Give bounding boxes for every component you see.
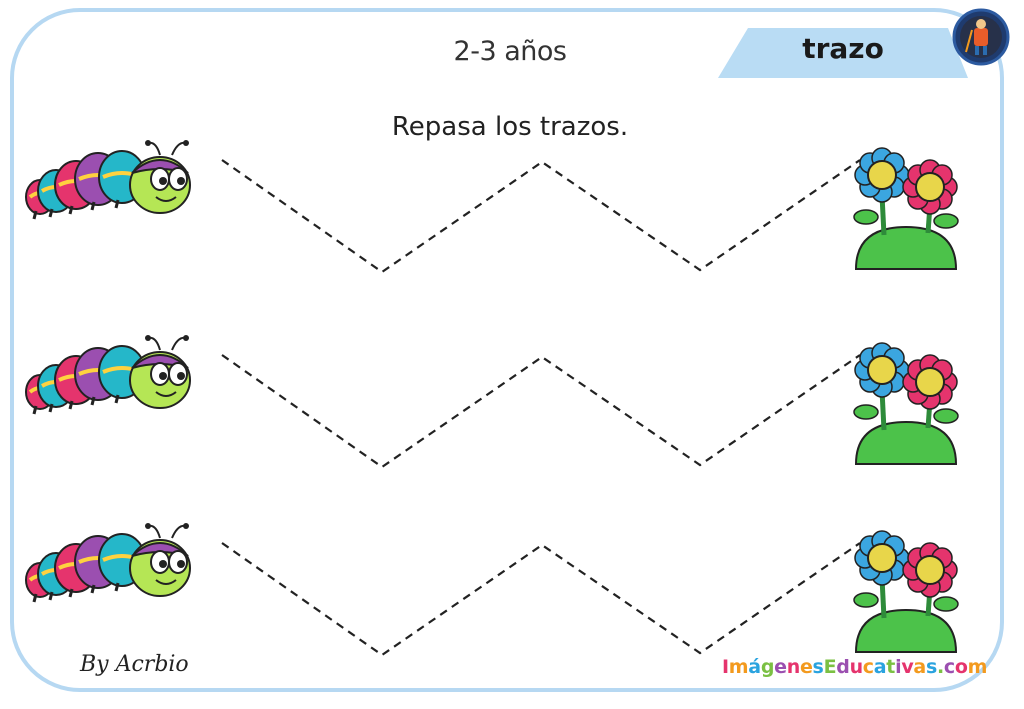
dashed-trace-line bbox=[221, 542, 861, 657]
category-tab: trazo bbox=[718, 28, 968, 78]
flowers-icon bbox=[853, 147, 959, 270]
tab-label: trazo bbox=[802, 32, 884, 65]
tracing-row bbox=[0, 330, 1024, 480]
caterpillar-icon bbox=[25, 140, 191, 220]
tracing-row bbox=[0, 135, 1024, 285]
caterpillar-icon bbox=[25, 523, 191, 603]
age-label: 2-3 años bbox=[453, 36, 567, 67]
dashed-trace-line bbox=[221, 354, 861, 469]
author-signature: By Acrbio bbox=[80, 652, 189, 677]
logo-badge-icon bbox=[952, 8, 1010, 66]
instruction-text: Repasa los trazos. bbox=[391, 112, 629, 142]
site-logo-text: ImágenesEducativas.com bbox=[722, 656, 988, 678]
tracing-row bbox=[0, 518, 1024, 668]
flowers-icon bbox=[853, 530, 959, 653]
flowers-icon bbox=[853, 342, 959, 465]
dashed-trace-line bbox=[221, 159, 861, 274]
caterpillar-icon bbox=[25, 335, 191, 415]
